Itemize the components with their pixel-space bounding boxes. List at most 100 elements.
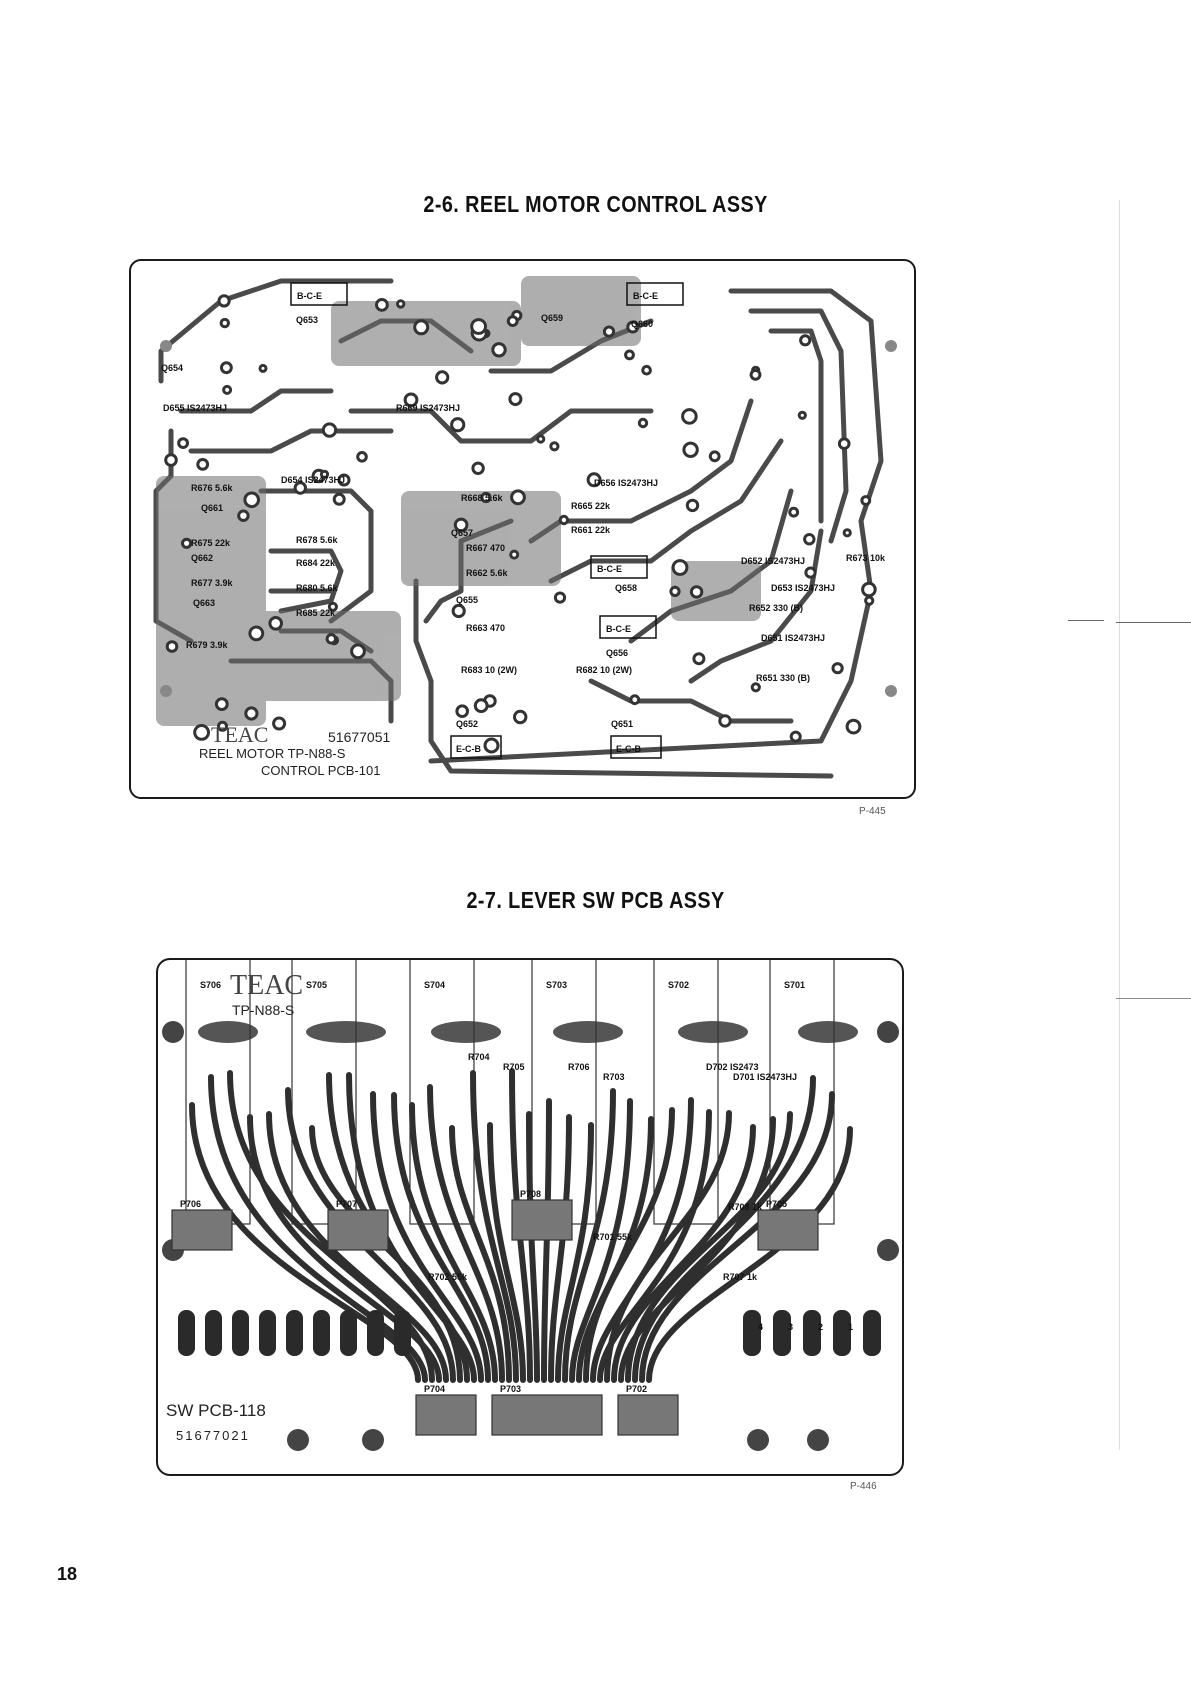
copper-trace: [285, 1087, 456, 1383]
component-label: R684 22k: [296, 558, 336, 568]
resistor-label: R704: [468, 1052, 490, 1062]
solder-pad: [473, 698, 489, 714]
connector-block: [415, 1394, 477, 1436]
large-pad: [287, 1429, 309, 1451]
solder-pad: [293, 481, 308, 495]
scan-mark: [1116, 998, 1191, 999]
component-label: R651 330 (B): [756, 673, 810, 683]
copper-trace: [625, 1111, 793, 1383]
solder-pad: [268, 616, 283, 631]
solder-pad: [602, 325, 616, 338]
component-label: Q656: [606, 648, 628, 658]
scan-mark: [1068, 620, 1104, 621]
component-label: Q661: [201, 503, 223, 513]
solder-pad: [845, 718, 862, 735]
component-label: R667 470: [466, 543, 505, 553]
solder-pad: [804, 566, 817, 579]
solder-pad: [708, 450, 721, 463]
solder-pad: [509, 549, 520, 560]
component-label: D651 IS2473HJ: [761, 633, 825, 643]
section-title-reel-motor: 2-6. REEL MOTOR CONTROL ASSY: [423, 191, 768, 217]
transistor-pin-label: B-C-E: [633, 291, 658, 301]
copper-pour: [671, 561, 761, 621]
transistor-pin-box: [599, 615, 657, 639]
solder-pad: [451, 603, 466, 619]
switch-label: S705: [306, 980, 327, 990]
solder-pad: [831, 662, 844, 675]
solder-pad: [536, 434, 546, 444]
solder-pad: [586, 472, 602, 488]
solder-pad: [750, 682, 761, 693]
copper-trace: [413, 578, 834, 779]
mounting-hole: [885, 685, 897, 697]
solder-pad: [788, 506, 800, 518]
solder-pad: [549, 441, 560, 452]
switch-label: S702: [668, 980, 689, 990]
copper-trace: [646, 1126, 853, 1383]
solder-pad: [222, 384, 233, 395]
component-label: R661 22k: [571, 525, 611, 535]
reel-board-line2: CONTROL PCB-101: [261, 763, 380, 778]
resistor-label: R706: [568, 1062, 590, 1072]
switch-label: S706: [200, 980, 221, 990]
solder-pad: [217, 294, 231, 308]
solder-pad: [237, 509, 250, 522]
copper-trace: [555, 1122, 594, 1383]
component-label: R680 5.6k: [296, 583, 339, 593]
solder-pad: [470, 318, 488, 335]
copper-trace: [768, 328, 824, 524]
copper-pour: [211, 611, 401, 701]
edge-finger: [743, 1310, 761, 1356]
solder-pad: [789, 730, 802, 743]
component-label: R676 5.6k: [191, 483, 234, 493]
copper-trace: [597, 1109, 712, 1383]
copper-trace: [188, 428, 394, 454]
large-pad: [807, 1429, 829, 1451]
component-label: Q659: [541, 313, 563, 323]
mounting-hole: [885, 340, 897, 352]
section-title-lever-sw: 2-7. LEVER SW PCB ASSY: [466, 887, 725, 913]
resistor-label: R707 1k: [723, 1272, 758, 1282]
copper-trace: [604, 1110, 732, 1383]
edge-finger: [259, 1310, 276, 1356]
component-label: R652 330 (B): [749, 603, 803, 613]
solder-pad: [248, 625, 265, 642]
reel-part-number: 51677051: [328, 729, 391, 745]
resistor-label: R702 55k: [428, 1272, 468, 1282]
solder-pad: [403, 392, 419, 408]
connector-block: [757, 1209, 819, 1251]
solder-pad: [718, 714, 732, 728]
solder-pad: [508, 392, 523, 407]
copper-trace: [470, 1070, 519, 1383]
solder-pad: [749, 368, 762, 381]
connector-block: [617, 1394, 679, 1436]
component-label: Q663: [193, 598, 215, 608]
copper-trace: [569, 1098, 633, 1383]
solder-pad: [450, 417, 466, 433]
component-label: R675 22k: [191, 538, 231, 548]
slide-contact-pad: [553, 1021, 623, 1043]
connector-label: P708: [520, 1189, 541, 1199]
copper-trace: [247, 1114, 442, 1383]
transistor-pin-label: B-C-E: [606, 624, 631, 634]
component-label: Q653: [296, 315, 318, 325]
solder-pad: [483, 737, 500, 754]
edge-finger: [394, 1310, 411, 1356]
solder-pad: [455, 704, 470, 719]
solder-pad: [244, 706, 259, 721]
slide-contact-pad: [431, 1021, 501, 1043]
solder-pad: [258, 363, 268, 373]
solder-pad: [337, 473, 351, 487]
component-label: R669 IS2473HJ: [396, 403, 460, 413]
solder-pad: [413, 319, 430, 336]
copper-trace: [618, 1116, 776, 1383]
edge-finger: [367, 1310, 384, 1356]
solder-pad: [181, 537, 193, 549]
solder-pad: [480, 491, 492, 504]
scan-margin-line: [1119, 200, 1120, 1450]
copper-trace: [346, 1072, 477, 1383]
solder-pad: [641, 364, 652, 376]
connector-block: [511, 1199, 573, 1241]
